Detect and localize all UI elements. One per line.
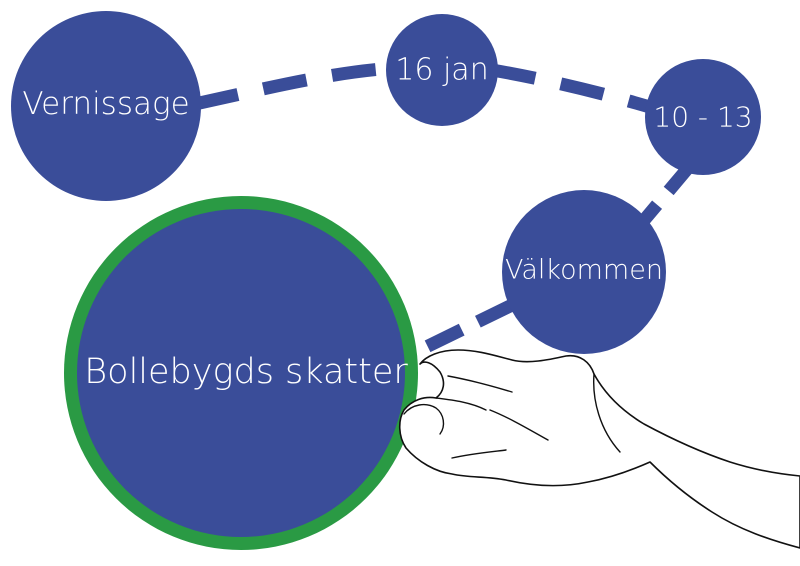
connector-welcome-title xyxy=(417,299,515,356)
node-vernissage-label: Vernissage xyxy=(22,86,189,122)
node-welcome-label: Välkommen xyxy=(505,255,663,286)
thumb-crease-line xyxy=(435,397,487,411)
node-welcome-circle xyxy=(502,190,666,354)
node-title-circle xyxy=(77,209,405,537)
node-welcome: Välkommen xyxy=(502,190,666,354)
node-title: Bollebygds skatter xyxy=(64,196,418,550)
connector-time-welcome xyxy=(635,163,693,230)
connector-vernissage-date xyxy=(193,61,396,111)
node-date-circle xyxy=(386,14,498,126)
hand-outline xyxy=(398,349,800,549)
knuckle-line-1 xyxy=(447,375,513,393)
thumb-nail-line xyxy=(403,403,445,435)
node-vernissage: Vernissage xyxy=(11,11,201,201)
node-vernissage-circle xyxy=(11,11,201,201)
connector-date-time xyxy=(490,63,662,117)
node-time: 10 - 13 xyxy=(645,59,761,175)
node-date-label: 16 jan xyxy=(395,53,488,88)
node-time-label: 10 - 13 xyxy=(653,101,752,134)
node-time-circle xyxy=(645,59,761,175)
node-title-label: Bollebygds skatter xyxy=(84,352,408,392)
connectors xyxy=(193,61,693,356)
hand-illustration xyxy=(398,349,800,549)
node-date: 16 jan xyxy=(386,14,498,126)
wrist-line xyxy=(593,373,621,453)
knuckle-line-2 xyxy=(489,409,549,441)
finger-line xyxy=(451,449,507,459)
